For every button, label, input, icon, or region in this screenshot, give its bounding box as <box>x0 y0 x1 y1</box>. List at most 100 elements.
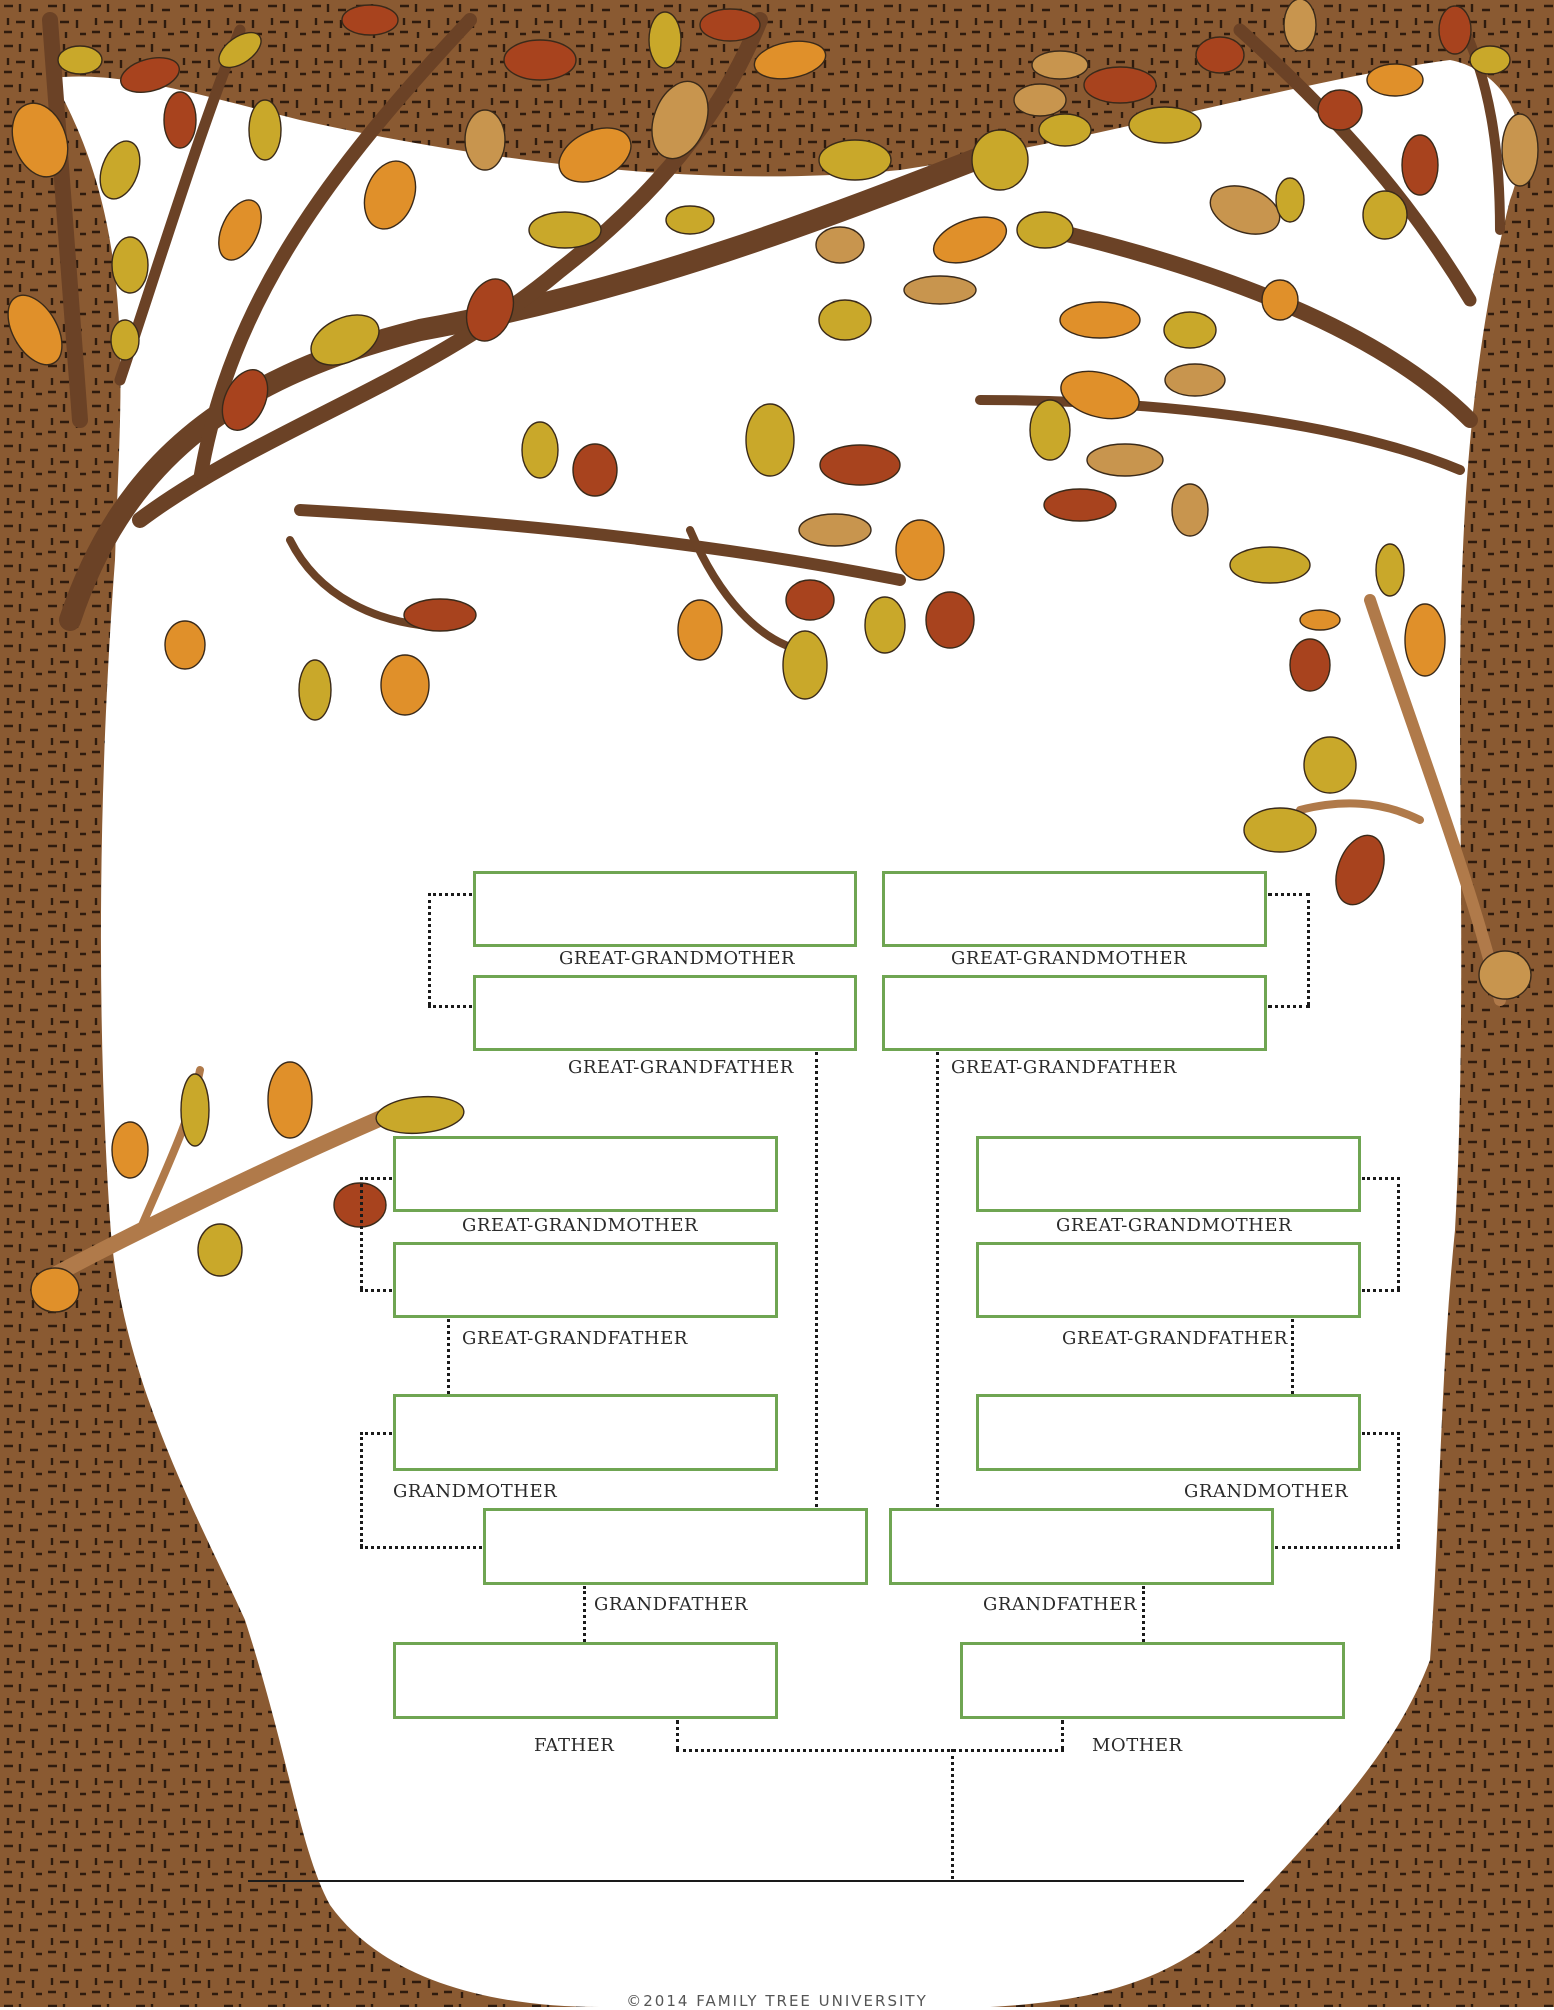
great-grandfather-box-top-left[interactable] <box>473 975 857 1051</box>
grandfather-label: GRANDFATHER <box>594 1594 748 1615</box>
leaf <box>1016 211 1074 249</box>
leaf <box>528 211 602 249</box>
connector-line <box>360 1177 392 1180</box>
great-grandfather-label: GREAT-GRANDFATHER <box>1062 1328 1288 1349</box>
leaf <box>798 513 872 547</box>
connector-line <box>1307 893 1310 1005</box>
great-grandmother-box-top-right[interactable] <box>882 871 1267 947</box>
connector-line <box>1268 1005 1310 1008</box>
connector-line <box>676 1720 679 1750</box>
branch <box>1233 23 1477 307</box>
great-grandfather-box-mid-left[interactable] <box>393 1242 778 1318</box>
leaf <box>925 591 975 649</box>
leaf <box>1164 363 1226 397</box>
leaf <box>932 216 1008 264</box>
leaf <box>403 598 477 632</box>
connector-line <box>1275 1546 1400 1549</box>
father-label: FATHER <box>534 1735 615 1756</box>
leaf <box>380 654 430 716</box>
connector-line <box>360 1177 363 1289</box>
connector-line <box>360 1289 392 1292</box>
leaf <box>363 160 417 230</box>
leaf <box>1261 279 1299 321</box>
connector-line <box>1061 1720 1064 1750</box>
leaf <box>1299 609 1341 631</box>
leaf <box>180 1073 210 1147</box>
leaf <box>1375 543 1405 597</box>
leaf <box>818 299 872 341</box>
branch <box>1455 15 1505 235</box>
great-grandmother-box-top-left[interactable] <box>473 871 857 947</box>
leaf <box>1501 113 1539 187</box>
leaf <box>164 620 206 670</box>
connector-line <box>428 893 472 896</box>
leaf <box>648 11 682 69</box>
leaf <box>99 140 141 200</box>
grandmother-label: GRANDMOTHER <box>393 1481 558 1502</box>
connector-line <box>1268 893 1310 896</box>
leaf <box>30 1267 80 1313</box>
leaf <box>1038 113 1092 147</box>
branch <box>1296 799 1424 824</box>
grandmother-label: GRANDMOTHER <box>1184 1481 1349 1502</box>
connector-line <box>360 1432 363 1547</box>
leaf <box>267 1061 313 1139</box>
leaf <box>11 102 69 178</box>
leaf <box>1060 370 1140 420</box>
leaf <box>1029 399 1071 461</box>
leaf <box>971 129 1029 191</box>
grandfather-box-right[interactable] <box>889 1508 1274 1585</box>
grandmother-box-right[interactable] <box>976 1394 1361 1471</box>
leaf <box>341 4 399 36</box>
leaf <box>218 199 262 261</box>
leaf <box>753 40 827 80</box>
leaf <box>1438 5 1472 55</box>
connector-line <box>1397 1177 1400 1289</box>
leaf <box>815 226 865 264</box>
mother-box[interactable] <box>960 1642 1345 1719</box>
leaf <box>218 31 262 69</box>
great-grandfather-box-mid-right[interactable] <box>976 1242 1361 1318</box>
leaf <box>1171 483 1209 537</box>
leaf <box>1335 834 1385 906</box>
child-name-line[interactable] <box>248 1880 1244 1882</box>
leaf <box>1303 736 1357 794</box>
great-grandmother-box-mid-left[interactable] <box>393 1136 778 1212</box>
father-box[interactable] <box>393 1642 778 1719</box>
leaf <box>864 596 906 654</box>
leaf <box>248 99 282 161</box>
mother-label: MOTHER <box>1092 1735 1183 1756</box>
leaf <box>1289 638 1331 692</box>
leaf <box>111 236 149 294</box>
connector-line <box>1397 1432 1400 1547</box>
leaf <box>1401 134 1439 196</box>
connector-line <box>428 1005 472 1008</box>
leaf <box>558 127 632 183</box>
great-grandfather-box-top-right[interactable] <box>882 975 1267 1051</box>
leaf <box>699 8 761 42</box>
leaf <box>1229 546 1311 584</box>
great-grandmother-box-mid-right[interactable] <box>976 1136 1361 1212</box>
leaf <box>1243 807 1317 853</box>
leaf <box>163 91 197 149</box>
leaf <box>110 319 140 361</box>
connector-line <box>676 1749 1064 1752</box>
grandmother-box-left[interactable] <box>393 1394 778 1471</box>
branch <box>59 139 1011 631</box>
leaf <box>1083 66 1157 104</box>
leaf <box>1469 45 1511 75</box>
leaf <box>375 1095 465 1135</box>
branch <box>294 504 906 586</box>
leaf <box>1128 106 1202 144</box>
connector-line <box>1291 1319 1294 1394</box>
leaf <box>1059 301 1141 339</box>
great-grandfather-label: GREAT-GRANDFATHER <box>568 1057 794 1078</box>
grandfather-box-left[interactable] <box>483 1508 868 1585</box>
connector-line <box>936 1052 939 1507</box>
leaf <box>782 630 828 700</box>
copyright-footer: ©2014 FAMILY TREE UNIVERSITY <box>626 1992 928 2010</box>
leaf <box>1195 36 1245 74</box>
leaf <box>1404 603 1446 677</box>
